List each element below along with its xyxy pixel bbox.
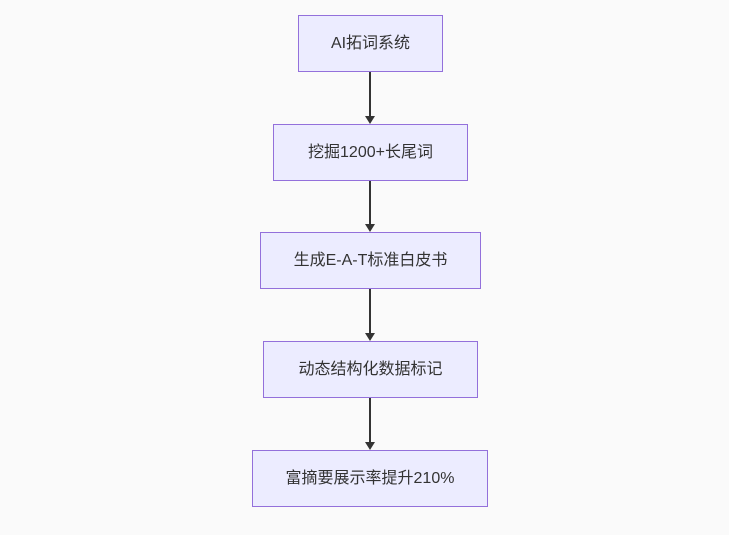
arrow-head-icon: [365, 224, 375, 232]
arrow-head-icon: [365, 116, 375, 124]
arrow-head-icon: [365, 442, 375, 450]
arrow-head-icon: [365, 333, 375, 341]
arrow-line: [369, 289, 371, 333]
flow-node-step-4: 动态结构化数据标记: [263, 341, 478, 398]
flow-arrow-1: [364, 72, 376, 124]
flow-node-step-5: 富摘要展示率提升210%: [252, 450, 488, 507]
flow-node-step-3: 生成E-A-T标准白皮书: [260, 232, 481, 289]
flow-node-step-2: 挖掘1200+长尾词: [273, 124, 468, 181]
flow-node-step-1: AI拓词系统: [298, 15, 443, 72]
arrow-line: [369, 181, 371, 224]
flow-arrow-3: [364, 289, 376, 341]
arrow-line: [369, 398, 371, 442]
flow-arrow-2: [364, 181, 376, 232]
flow-arrow-4: [364, 398, 376, 450]
arrow-line: [369, 72, 371, 116]
